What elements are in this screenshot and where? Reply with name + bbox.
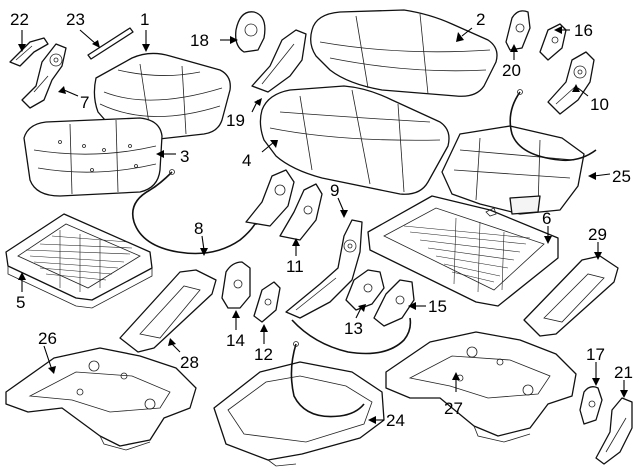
callout-3: 3 bbox=[180, 147, 189, 166]
callout-7: 7 bbox=[80, 93, 89, 112]
part-18-hinge-cover bbox=[235, 11, 266, 53]
part-7-recliner-bracket bbox=[21, 43, 67, 109]
callout-18: 18 bbox=[190, 31, 209, 50]
callout-17: 17 bbox=[586, 345, 605, 364]
part-20-bracket bbox=[505, 10, 531, 51]
part-26-seat-base bbox=[5, 347, 197, 451]
callout-24: 24 bbox=[386, 411, 405, 430]
callout-13: 13 bbox=[344, 319, 363, 338]
callout-labels: 22 23 1 18 2 16 20 7 10 19 4 3 25 9 8 6 … bbox=[10, 10, 633, 430]
part-29-skid-plate bbox=[523, 255, 619, 337]
callout-4: 4 bbox=[242, 151, 251, 170]
callout-21: 21 bbox=[614, 363, 633, 382]
callout-5: 5 bbox=[16, 293, 25, 312]
part-28-skid-plate bbox=[119, 269, 217, 353]
callout-8: 8 bbox=[194, 219, 203, 238]
callout-9: 9 bbox=[330, 181, 339, 200]
part-11-bracket bbox=[279, 183, 323, 241]
callout-22: 22 bbox=[10, 10, 29, 29]
part-13-bracket bbox=[345, 269, 385, 311]
callout-29: 29 bbox=[588, 225, 607, 244]
leader-lines bbox=[18, 26, 628, 424]
part-27-seat-base-right bbox=[385, 331, 577, 443]
part-6-seat-frame-right bbox=[367, 195, 559, 307]
callout-26: 26 bbox=[38, 329, 57, 348]
part-19-side-shield bbox=[251, 29, 307, 93]
callout-20: 20 bbox=[502, 61, 521, 80]
callout-12: 12 bbox=[254, 345, 273, 364]
part-22-trim bbox=[9, 37, 49, 67]
callout-23: 23 bbox=[66, 10, 85, 29]
part-15-cover bbox=[373, 279, 415, 327]
callout-11: 11 bbox=[286, 257, 304, 276]
part-21-side-panel bbox=[595, 397, 633, 465]
part-16-cover bbox=[539, 23, 567, 61]
part-12-small-cover bbox=[253, 281, 281, 323]
callout-28: 28 bbox=[180, 353, 199, 372]
part-23-rod bbox=[87, 27, 134, 60]
callout-16: 16 bbox=[574, 21, 593, 40]
part-5-seat-frame bbox=[5, 213, 153, 309]
part-14-side-cover bbox=[221, 261, 251, 309]
callout-19: 19 bbox=[226, 111, 245, 130]
part-cable-lower bbox=[291, 317, 412, 355]
part-2-seat-cushion-right bbox=[310, 9, 498, 97]
callout-25: 25 bbox=[612, 167, 631, 186]
part-10-recliner bbox=[547, 51, 595, 115]
callout-14: 14 bbox=[226, 331, 245, 350]
callout-10: 10 bbox=[590, 95, 609, 114]
part-center-recliner bbox=[245, 169, 295, 227]
callout-1: 1 bbox=[140, 10, 149, 29]
part-25-track-assembly bbox=[441, 89, 597, 215]
part-17-small-cover bbox=[579, 386, 603, 425]
callout-27: 27 bbox=[444, 399, 463, 418]
callout-15: 15 bbox=[428, 297, 447, 316]
callout-2: 2 bbox=[476, 10, 485, 29]
part-3-seat-back-cushion bbox=[23, 117, 163, 197]
part-24-seat-base-center bbox=[213, 341, 385, 467]
callout-6: 6 bbox=[542, 209, 551, 228]
part-4-seat-cushion-lower bbox=[259, 85, 450, 195]
part-9-recliner-arm bbox=[285, 219, 363, 319]
